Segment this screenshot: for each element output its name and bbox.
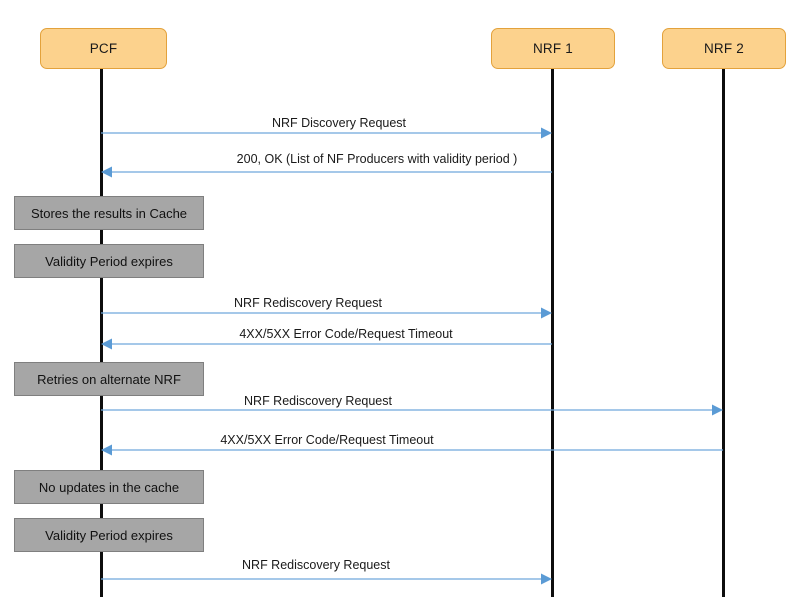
message-label-m3: NRF Rediscovery Request: [234, 296, 382, 310]
lifeline-nrf1: [551, 69, 554, 597]
note-label-n4: No updates in the cache: [38, 479, 180, 495]
arrow-head-icon: [101, 444, 112, 456]
actor-label-nrf1: NRF 1: [532, 41, 573, 56]
message-arrow-m6[interactable]: [101, 442, 723, 458]
arrow-head-icon: [101, 338, 112, 350]
note-box-n4[interactable]: No updates in the cache: [14, 470, 204, 504]
arrow-head-icon: [541, 307, 552, 319]
message-arrow-m2[interactable]: [101, 164, 552, 180]
note-label-n3: Retries on alternate NRF: [37, 371, 181, 387]
arrow-head-icon: [712, 404, 723, 416]
message-label-m4: 4XX/5XX Error Code/Request Timeout: [239, 327, 453, 341]
message-arrow-m3[interactable]: [101, 305, 552, 321]
note-box-n3[interactable]: Retries on alternate NRF: [14, 362, 204, 396]
message-arrow-m7[interactable]: [101, 571, 552, 587]
note-box-n1[interactable]: Stores the results in Cache: [14, 196, 204, 230]
message-arrow-m1[interactable]: [101, 125, 552, 141]
note-box-n5[interactable]: Validity Period expires: [14, 518, 204, 552]
note-label-n2: Validity Period expires: [45, 253, 173, 269]
actor-label-nrf2: NRF 2: [703, 41, 744, 56]
lifeline-nrf2: [722, 69, 725, 597]
actor-label-pcf: PCF: [89, 41, 118, 56]
note-box-n2[interactable]: Validity Period expires: [14, 244, 204, 278]
actor-box-nrf2[interactable]: NRF 2: [662, 28, 786, 69]
arrow-head-icon: [541, 127, 552, 139]
message-arrow-m5[interactable]: [101, 402, 723, 418]
note-label-n5: Validity Period expires: [45, 527, 173, 543]
lifeline-pcf: [100, 69, 103, 597]
message-label-m1: NRF Discovery Request: [271, 116, 407, 130]
note-label-n1: Stores the results in Cache: [30, 205, 188, 221]
arrow-head-icon: [101, 166, 112, 178]
message-label-m2: 200, OK (List of NF Producers with valid…: [236, 152, 518, 166]
message-arrow-m4[interactable]: [101, 336, 552, 352]
message-label-m5: NRF Rediscovery Request: [244, 394, 392, 408]
actor-box-pcf[interactable]: PCF: [40, 28, 167, 69]
actor-box-nrf1[interactable]: NRF 1: [491, 28, 615, 69]
arrow-head-icon: [541, 573, 552, 585]
message-label-m6: 4XX/5XX Error Code/Request Timeout: [220, 433, 434, 447]
message-label-m7: NRF Rediscovery Request: [242, 558, 390, 572]
